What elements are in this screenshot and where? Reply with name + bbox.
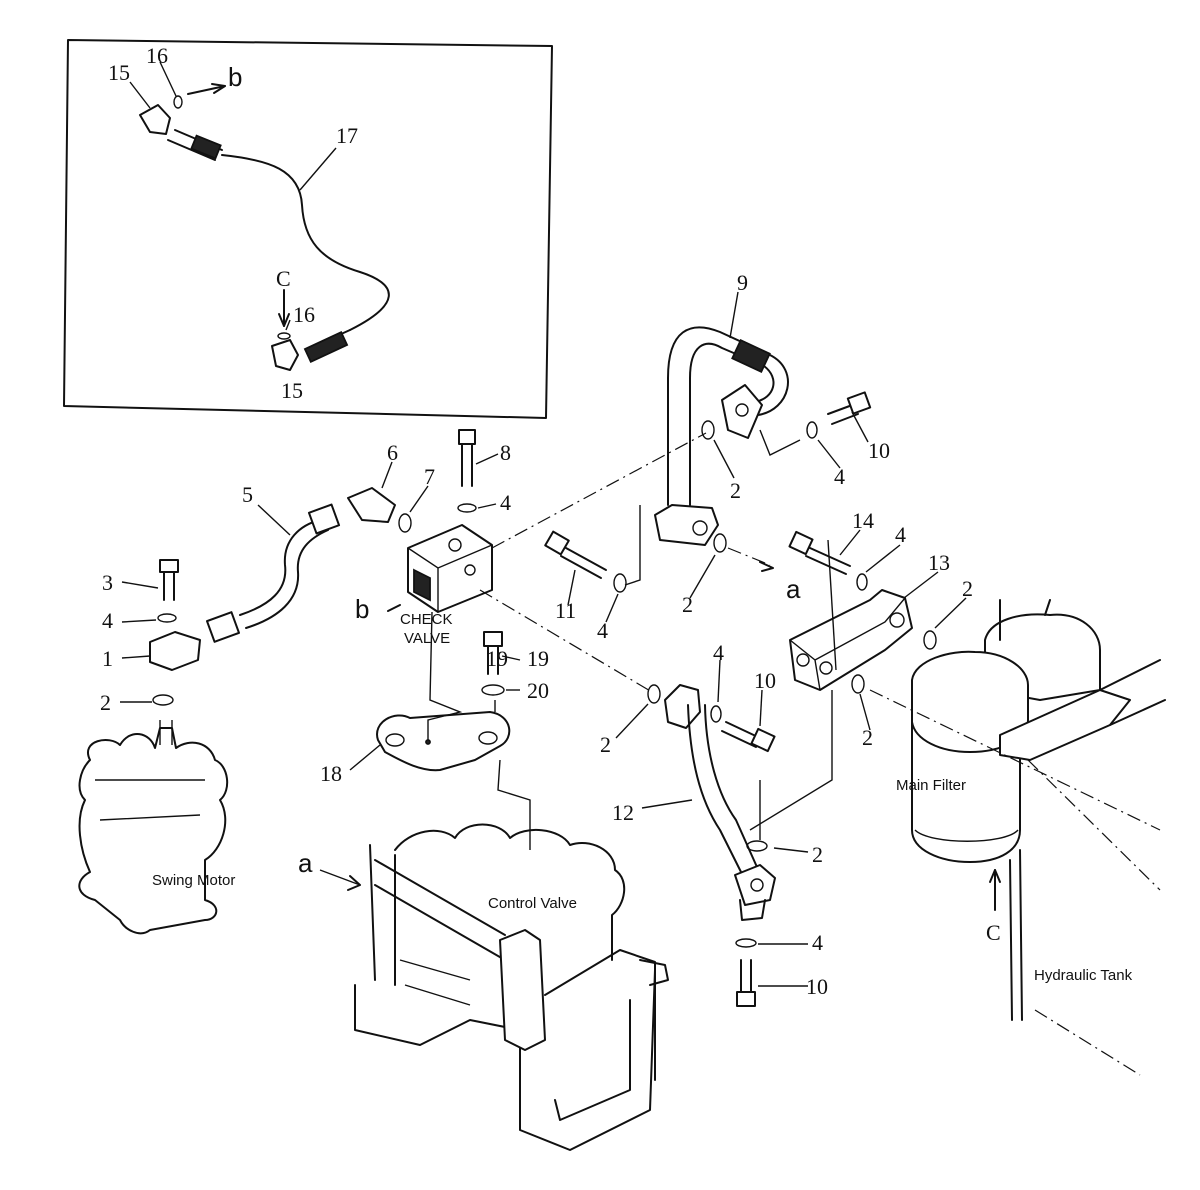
callout-4-bolt8: 4 [500,490,511,515]
elbow-fitting-15-top [139,104,171,135]
swing-motor-label: Swing Motor [152,872,235,889]
callout-13: 13 [928,550,950,575]
hydraulic-tank-label: Hydraulic Tank [1034,967,1133,984]
o-ring-2-right-b [851,674,865,694]
hose-5-fitting-bottom [206,611,240,643]
letter-b-inset: b [228,62,242,92]
o-ring-2-top [701,420,715,440]
elbow-fitting-15-bottom [271,339,299,371]
o-ring-7 [398,513,412,533]
pipe-12 [664,684,776,921]
hose-5 [206,503,341,643]
callout-4-lower: 4 [812,930,823,955]
callout-12: 12 [612,800,634,825]
callout-1: 1 [102,646,113,671]
callout-6: 6 [387,440,398,465]
callout-2-right-b: 2 [862,725,873,750]
callout-2-top: 2 [730,478,741,503]
callout-2-mid: 2 [682,592,693,617]
bolt-14 [788,530,868,591]
callout-10-top: 10 [868,438,890,463]
bolt-10-top [806,391,872,439]
callout-4-pipe12: 4 [713,640,724,665]
callout-15-bottom: 15 [281,378,303,403]
callout-19: 19 [486,646,508,671]
bolt-11 [544,530,627,593]
callout-4-bolt11: 4 [597,618,608,643]
check-valve-label-2: VALVE [404,630,450,647]
check-valve-body [407,524,493,613]
callout-5: 5 [242,482,253,507]
bolt-10-mid [721,721,776,753]
pipe-9 [654,326,789,546]
main-filter [911,599,1166,1021]
washer-4-lower [735,938,757,948]
check-valve-label-1: CHECK [400,611,453,628]
flange-9 [721,384,763,439]
callout-17: 17 [336,123,358,148]
callout-16-bottom: 16 [293,302,315,327]
o-ring-2-mid [713,533,727,553]
callout-2-right: 2 [962,576,973,601]
bolt-8 [457,429,477,513]
callout-numbers: 16 15 17 16 15 9 10 4 2 8 4 6 7 5 3 4 1 … [100,43,973,999]
flange-13 [789,589,913,691]
callout-16-top: 16 [146,43,168,68]
callout-11: 11 [555,598,576,623]
hose-17 [221,154,390,331]
captions: CHECK VALVE Swing Motor Control Valve Ma… [152,611,1133,984]
hose-5-fitting-top [307,503,341,535]
callout-4-left: 4 [102,608,113,633]
o-ring-2-right-a [923,630,937,650]
fitting-1 [149,559,201,706]
callout-10-lower: 10 [806,974,828,999]
o-ring-2-lower [746,840,768,852]
washer-4-pipe12 [710,705,722,723]
callout-14: 14 [852,508,874,533]
bracket-18 [376,711,511,772]
flange-9-bottom [654,504,719,546]
callout-4-top: 4 [834,464,845,489]
callout-leaders [120,291,967,987]
elbow-6 [347,487,396,523]
control-valve [354,823,669,1151]
bolt-10-lower [736,959,756,1007]
callout-10-mid: 10 [754,668,776,693]
bolt-19 [481,631,505,696]
letter-c-inset: C [276,266,291,291]
letter-a-right: a [786,574,801,604]
callout-2-left: 2 [100,690,111,715]
letter-c-tank: C [986,920,1001,945]
swing-motor [78,720,229,935]
callout-8: 8 [500,440,511,465]
callout-4-bolt14: 4 [895,522,906,547]
control-valve-label: Control Valve [488,895,577,912]
letter-a-left: a [298,848,313,878]
callout-7: 7 [424,464,435,489]
callout-2-pipe12: 2 [600,732,611,757]
letter-markers: b C b a a C [228,62,1001,945]
main-filter-label: Main Filter [896,777,966,794]
routing-lines [319,429,1161,1076]
callout-2-lower: 2 [812,842,823,867]
inset-detail [63,39,553,419]
callout-9: 9 [737,270,748,295]
callout-20: 20 [527,678,549,703]
letter-b-valve: b [355,594,369,624]
callout-19b: 19 [527,646,549,671]
callout-18: 18 [320,761,342,786]
callout-15-top: 15 [108,60,130,85]
o-ring-2-pipe12 [647,684,661,704]
callout-3: 3 [102,570,113,595]
